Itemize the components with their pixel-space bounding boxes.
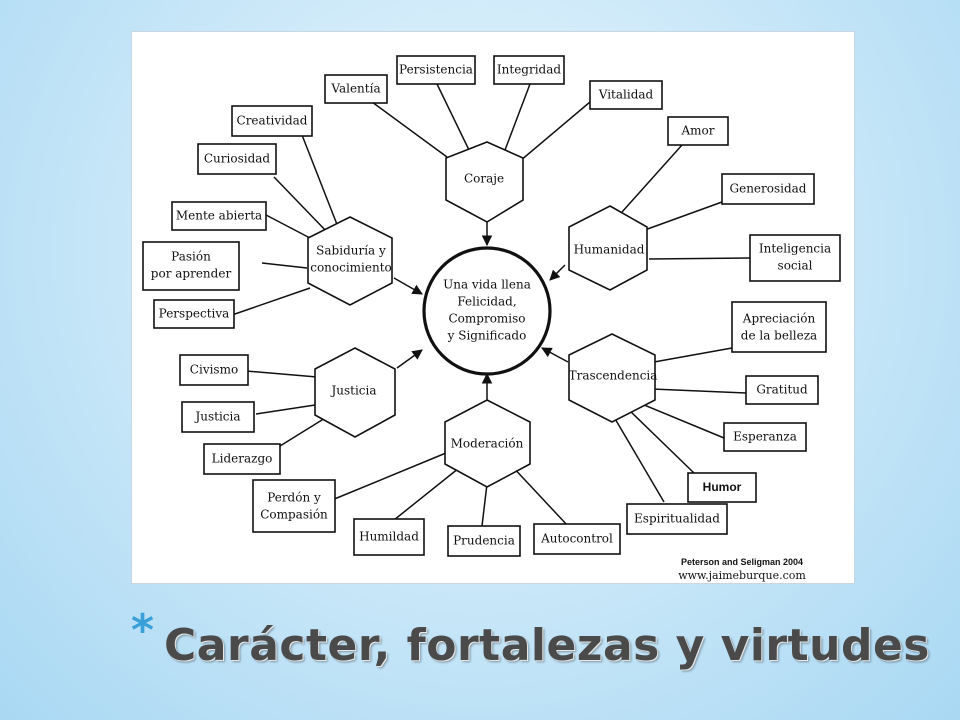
svg-text:Humanidad: Humanidad (574, 243, 645, 257)
strength-autocontrol: Autocontrol (533, 523, 621, 555)
svg-text:Justicia: Justicia (193, 410, 240, 424)
virtue-moderacion: Moderación (444, 399, 531, 488)
virtue-sabiduria: Sabiduría y conocimiento (307, 216, 393, 306)
center-line-4: y Significado (447, 329, 527, 343)
svg-text:Generosidad: Generosidad (730, 182, 807, 196)
svg-text:Liderazgo: Liderazgo (212, 452, 273, 466)
svg-text:Mente abierta: Mente abierta (176, 209, 262, 223)
strength-vitalidad: Vitalidad (589, 80, 663, 110)
svg-text:Coraje: Coraje (464, 172, 504, 186)
strength-perdon: Perdón y Compasión (252, 479, 336, 533)
svg-text:Perdón y: Perdón y (267, 491, 321, 505)
svg-text:Esperanza: Esperanza (733, 430, 797, 444)
diagram-credit: Peterson and Seligman 2004 (681, 557, 803, 567)
svg-text:por aprender: por aprender (151, 267, 232, 281)
slide-title: Carácter, fortalezas y virtudes (164, 619, 930, 671)
svg-text:Persistencia: Persistencia (399, 63, 473, 77)
svg-text:Trascendencia: Trascendencia (569, 369, 658, 383)
strength-prudencia: Prudencia (447, 525, 521, 557)
title-bullet-star: * (131, 605, 155, 656)
svg-text:Amor: Amor (680, 124, 714, 138)
strength-persistencia: Persistencia (396, 55, 476, 85)
svg-text:Civismo: Civismo (190, 363, 238, 377)
strength-pasion: Pasión por aprender (142, 241, 240, 291)
virtue-trascendencia: Trascendencia (568, 333, 658, 423)
svg-text:Moderación: Moderación (451, 437, 524, 451)
svg-text:Integridad: Integridad (497, 63, 561, 77)
svg-text:Autocontrol: Autocontrol (540, 532, 613, 546)
diagram-url: www.jaimeburque.com (678, 569, 806, 582)
strength-esperanza: Esperanza (723, 422, 807, 452)
strength-valentia: Valentía (324, 74, 388, 104)
svg-text:Humildad: Humildad (359, 530, 419, 544)
strength-apreciacion: Apreciación de la belleza (731, 301, 827, 353)
arrows (393, 222, 569, 402)
svg-text:Humor: Humor (703, 480, 742, 494)
svg-text:Pasión: Pasión (171, 250, 211, 264)
strength-integridad: Integridad (493, 55, 565, 85)
diagram-panel: Una vida llena Felicidad, Compromiso y S… (131, 31, 855, 584)
svg-text:Espiritualidad: Espiritualidad (634, 512, 720, 526)
strength-humildad: Humildad (353, 518, 425, 556)
strength-humor: Humor (687, 472, 757, 503)
svg-text:Creatividad: Creatividad (237, 114, 308, 128)
svg-text:Gratitud: Gratitud (756, 383, 808, 397)
svg-text:Vitalidad: Vitalidad (598, 88, 654, 102)
center-line-3: Compromiso (448, 312, 525, 326)
svg-text:Compasión: Compasión (260, 508, 328, 522)
svg-text:Sabiduría y: Sabiduría y (316, 244, 386, 258)
virtue-coraje: Coraje (445, 141, 524, 223)
strength-justicia: Justicia (181, 401, 255, 433)
svg-text:de la belleza: de la belleza (741, 329, 817, 343)
strength-mente-abierta: Mente abierta (171, 201, 267, 231)
slide-title-area: * Carácter, fortalezas y virtudes (131, 605, 930, 685)
strength-creatividad: Creatividad (231, 105, 313, 137)
strength-generosidad: Generosidad (721, 173, 815, 205)
svg-text:Valentía: Valentía (330, 82, 380, 96)
center-node: Una vida llena Felicidad, Compromiso y S… (422, 246, 552, 376)
center-line-2: Felicidad, (457, 295, 516, 309)
virtue-justicia: Justicia (314, 347, 396, 438)
svg-text:Perspectiva: Perspectiva (159, 307, 230, 321)
strength-gratitud: Gratitud (745, 375, 819, 405)
connector-lines (231, 83, 751, 527)
svg-text:Prudencia: Prudencia (453, 534, 515, 548)
svg-text:Apreciación: Apreciación (742, 312, 816, 326)
strength-civismo: Civismo (179, 354, 249, 386)
strength-liderazgo: Liderazgo (203, 443, 281, 475)
strength-espiritualidad: Espiritualidad (626, 503, 728, 535)
center-line-1: Una vida llena (443, 278, 531, 292)
svg-text:conocimiento: conocimiento (310, 261, 392, 275)
strength-curiosidad: Curiosidad (197, 143, 277, 175)
svg-text:Inteligencia: Inteligencia (759, 242, 831, 256)
strength-amor: Amor (667, 116, 729, 146)
strength-perspectiva: Perspectiva (153, 299, 235, 329)
virtues-diagram: Una vida llena Felicidad, Compromiso y S… (142, 55, 841, 582)
svg-text:social: social (778, 259, 813, 273)
strength-inteligencia-social: Inteligencia social (749, 234, 841, 282)
svg-text:Curiosidad: Curiosidad (204, 152, 271, 166)
svg-text:Justicia: Justicia (329, 384, 376, 398)
virtue-humanidad: Humanidad (568, 205, 648, 291)
